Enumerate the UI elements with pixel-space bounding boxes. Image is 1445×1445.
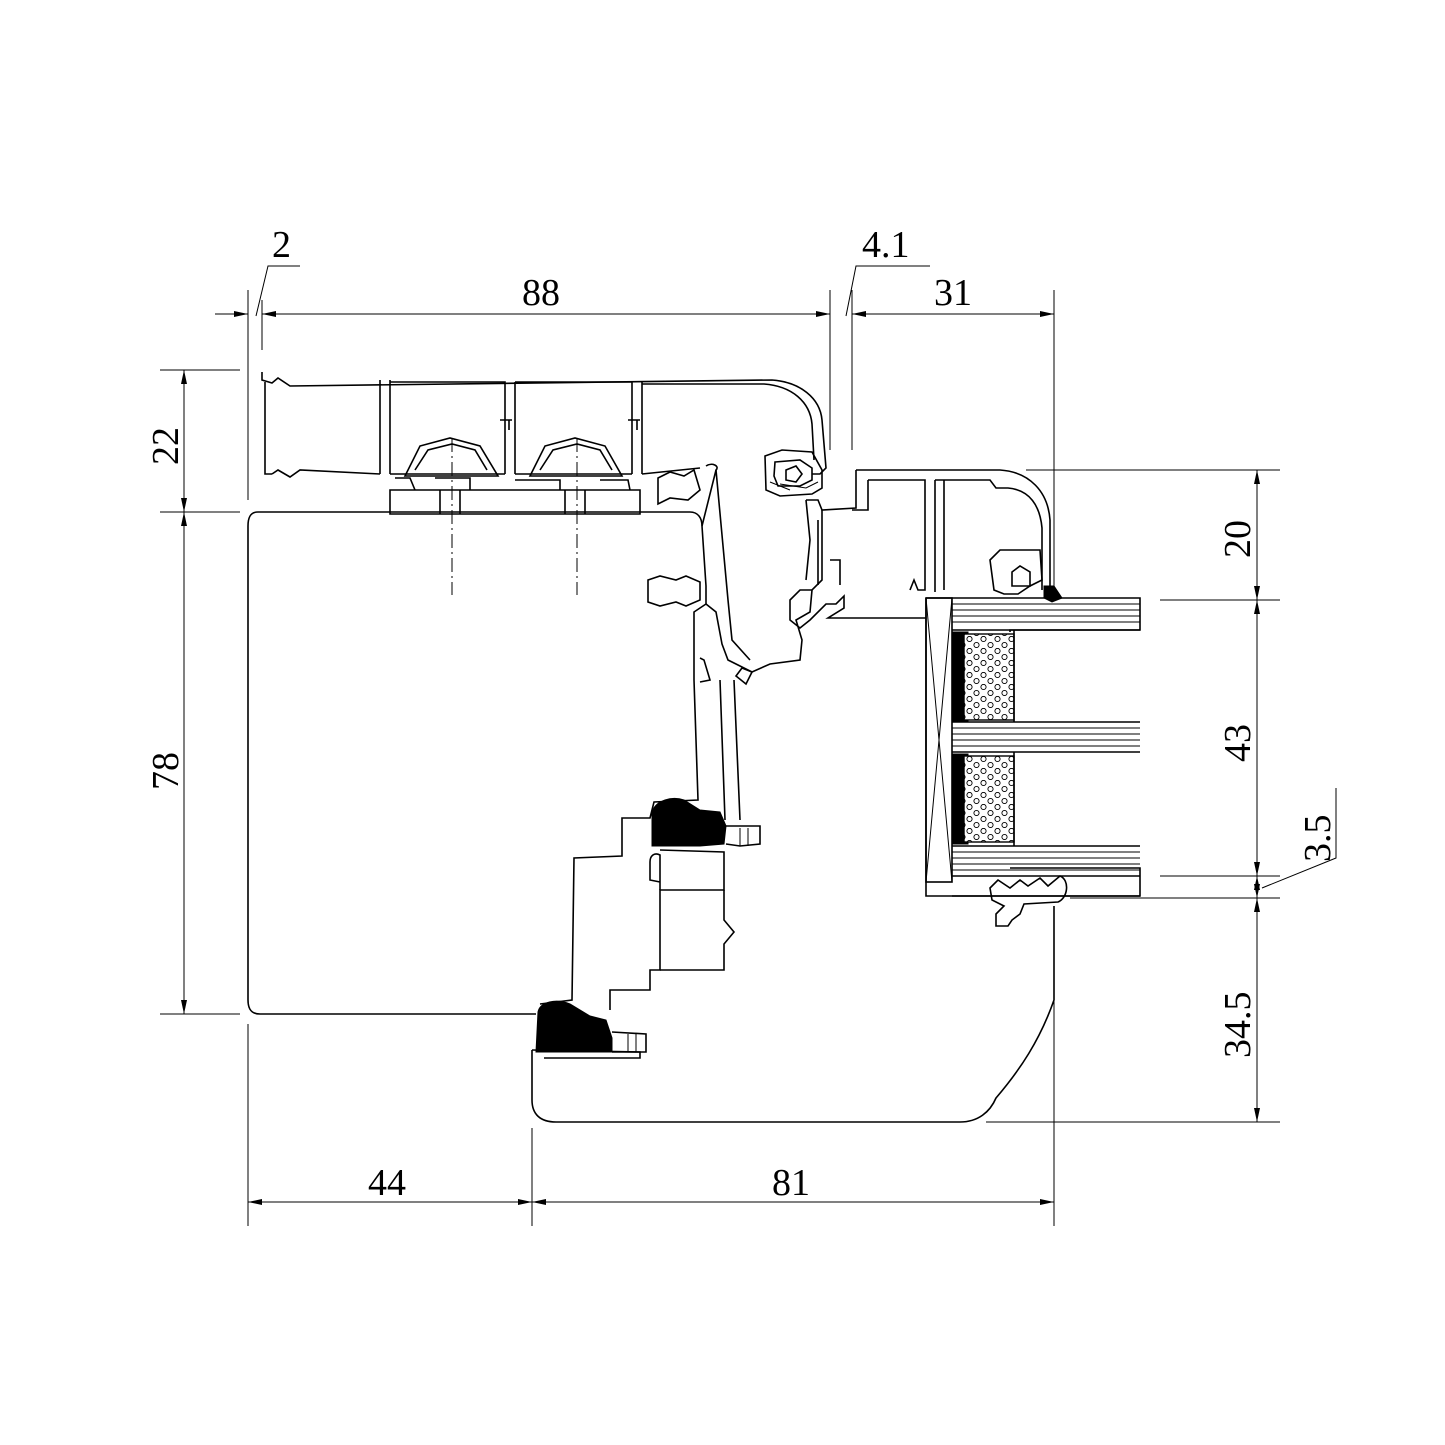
timber-frame (247, 463, 1055, 1123)
dim-31-label: 31 (934, 272, 972, 314)
dim-3-5-label: 3.5 (1297, 815, 1339, 863)
black-seals (535, 798, 761, 1053)
dim-44-label: 44 (368, 1162, 406, 1204)
triple-glazing-unit (925, 597, 1141, 897)
dimension-labels: 2 88 4.1 31 22 78 20 43 3.5 34.5 44 81 (145, 224, 1339, 1204)
dim-78-label: 78 (145, 752, 187, 790)
dim-34-5-label: 34.5 (1217, 992, 1259, 1059)
dimension-lines (160, 265, 1337, 1226)
dim-22-label: 22 (145, 427, 187, 465)
dim-81-label: 81 (772, 1162, 810, 1204)
dim-2-label: 2 (272, 224, 291, 266)
dim-20-label: 20 (1217, 520, 1259, 558)
dim-43-label: 43 (1217, 724, 1259, 762)
sash-aluminium-profile (764, 449, 1068, 927)
aluminium-cladding-profile (261, 372, 827, 595)
dim-4-1-label: 4.1 (862, 224, 910, 266)
dim-88-label: 88 (522, 272, 560, 314)
